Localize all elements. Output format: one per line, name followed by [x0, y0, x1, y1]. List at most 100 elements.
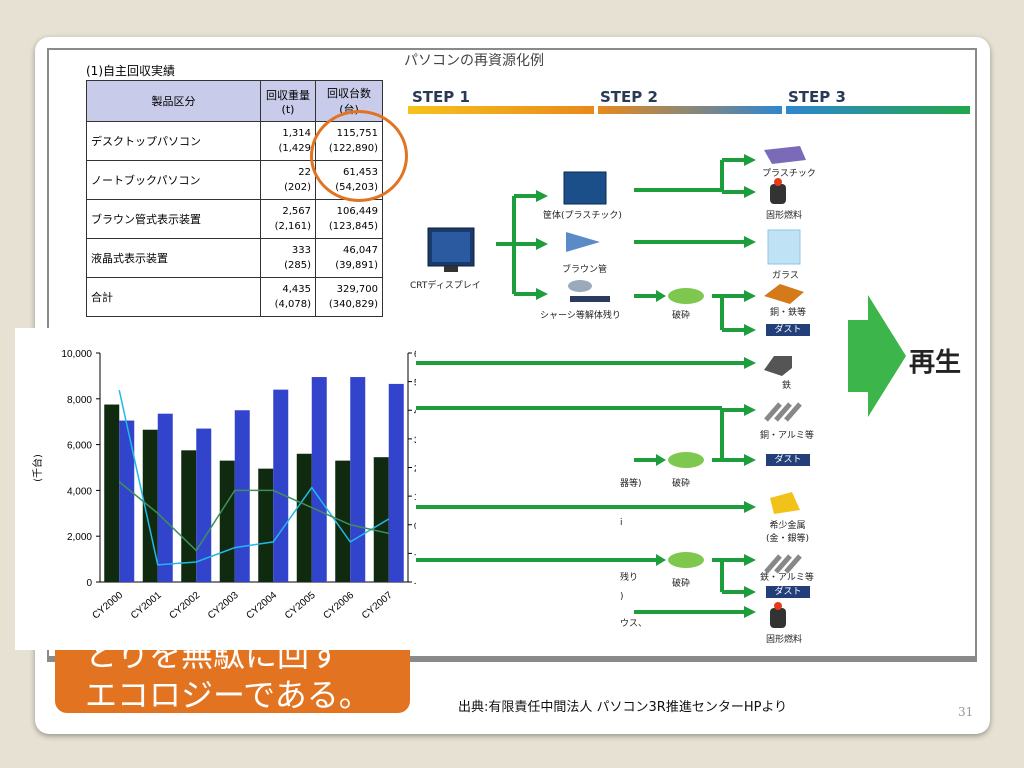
series-line — [118, 481, 389, 552]
output-label: 固形燃料 — [766, 211, 803, 221]
y-tick-label: 6,000 — [67, 441, 92, 452]
y2-tick-label: 40% — [414, 406, 416, 416]
y2-tick-label: 30% — [414, 435, 416, 445]
x-tick-label: CY2000 — [90, 590, 125, 622]
output-label: 鉄 — [782, 381, 792, 391]
bar — [350, 377, 366, 582]
partial-label: ウス、 — [620, 619, 648, 629]
crush-label: 破砕 — [672, 479, 691, 489]
y2-tick-label: -20% — [414, 578, 416, 588]
copper-iron-icon — [764, 284, 804, 304]
x-tick-label: CY2006 — [321, 590, 356, 622]
table-title: (1)自主回収実績 — [86, 64, 175, 78]
y2-tick-label: 60% — [414, 349, 416, 359]
dust-tag: ダスト — [766, 324, 810, 336]
bar — [311, 377, 327, 582]
partial-label: i — [620, 518, 623, 528]
x-tick-label: CY2003 — [206, 590, 241, 622]
gold-icon — [770, 492, 800, 514]
y-tick-label: 0 — [86, 578, 92, 589]
tube-label: ブラウン管 — [562, 265, 608, 275]
row-weight: 4,435(4,078) — [260, 277, 316, 317]
output-label: 希少金属 (金・銀等) — [766, 521, 810, 544]
y2-tick-label: 50% — [414, 378, 416, 388]
bar — [142, 429, 158, 582]
result-label: 再生 — [909, 348, 962, 378]
partial-label: ) — [620, 592, 624, 602]
row-units: 46,047(39,891) — [315, 238, 383, 278]
partial-label: 残り — [620, 573, 639, 583]
crush-label: 破砕 — [672, 311, 691, 321]
y2-tick-label: 0% — [414, 521, 416, 531]
bar — [388, 383, 404, 582]
crt-tube-icon — [566, 232, 600, 252]
y-axis-title: (千台) — [31, 454, 44, 482]
highlight-circle — [310, 110, 408, 202]
chart-svg: 0 2,000 4,000 6,000 8,000 10,000 -20% -10% 0% 10%… — [31, 349, 614, 622]
output-label: 銅・鉄等 — [770, 308, 807, 318]
y2-tick-label: 10% — [414, 492, 416, 502]
crush-label: 破砕 — [672, 579, 691, 589]
x-tick-label: CY2004 — [244, 590, 279, 622]
bar — [157, 413, 173, 582]
row-weight: 1,314(1,429 — [260, 121, 316, 161]
flow-title: パソコンの再資源化例 — [404, 53, 544, 69]
output-label: 銅・アルミ等 — [760, 431, 814, 441]
table-row: ブラウン管式表示装置 2,567(2,161) 106,449(123,845) — [86, 199, 383, 239]
row-units: 106,449(123,845) — [315, 199, 383, 239]
bar — [373, 457, 389, 582]
x-tick-label: CY2002 — [167, 590, 202, 622]
table-row: 合計 4,435(4,078) 329,700(340,829) — [86, 277, 383, 317]
table-header-weight: 回収重量 (t) — [260, 80, 316, 122]
crt-display-label: CRTディスプレイ — [410, 281, 481, 291]
housing-label: 筐体(プラスチック) — [543, 211, 622, 221]
row-name: ノートブックパソコン — [86, 160, 261, 200]
table-row: 液晶式表示装置 333(285) 46,047(39,891) — [86, 238, 383, 278]
iron-icon — [764, 356, 792, 376]
source-citation: 出典:有限責任中間法人 パソコン3R推進センターHPより — [458, 700, 788, 715]
bar — [234, 410, 250, 582]
bar — [258, 468, 274, 582]
y2-tick-label: 20% — [414, 464, 416, 474]
bar — [104, 404, 120, 582]
y-tick-label: 4,000 — [67, 486, 92, 497]
y-tick-label: 2,000 — [67, 532, 92, 543]
dust-tag: ダスト — [766, 454, 810, 466]
x-tick-label: CY2005 — [283, 590, 318, 622]
dust-tag: ダスト — [766, 586, 810, 598]
step-1-bar — [408, 106, 594, 114]
row-name: 合計 — [86, 277, 261, 317]
plastic-icon — [764, 146, 806, 164]
housing-icon — [563, 171, 607, 205]
step-2-bar — [598, 106, 782, 114]
row-name: 液晶式表示装置 — [86, 238, 261, 278]
y-tick-label: 10,000 — [61, 349, 92, 360]
partial-label: 器等) — [620, 479, 642, 489]
glass-icon — [767, 229, 801, 265]
chassis-label: シャーシ等解体残り — [540, 311, 621, 321]
bar — [296, 453, 312, 582]
x-tick-label: CY2007 — [360, 590, 395, 622]
fuel-icon — [770, 184, 786, 204]
chassis-icon — [568, 280, 592, 292]
step-2-label: STEP 2 — [600, 88, 658, 106]
shipment-chart: 0 2,000 4,000 6,000 8,000 10,000 -20% -10% 0% 10%… — [15, 328, 614, 650]
step-3-label: STEP 3 — [788, 88, 846, 106]
table-header-category: 製品区分 — [86, 80, 261, 122]
output-label: 鉄・アルミ等 — [760, 573, 814, 583]
output-label: ガラス — [772, 271, 799, 281]
y2-tick-label: -10% — [414, 549, 416, 559]
bar — [273, 389, 289, 582]
crt-monitor-icon — [427, 227, 475, 272]
fuel-icon — [770, 608, 786, 628]
bar — [181, 450, 197, 582]
collection-table: 製品区分 回収重量 (t) 回収台数 (台) デスクトップパソコン 1,314(… — [86, 80, 383, 317]
step-1-label: STEP 1 — [412, 88, 470, 106]
bar — [219, 460, 235, 582]
y-tick-label: 8,000 — [67, 395, 92, 406]
step-3-bar — [786, 106, 970, 114]
x-tick-label: CY2001 — [129, 590, 164, 622]
bar — [119, 420, 135, 582]
row-units: 329,700(340,829) — [315, 277, 383, 317]
